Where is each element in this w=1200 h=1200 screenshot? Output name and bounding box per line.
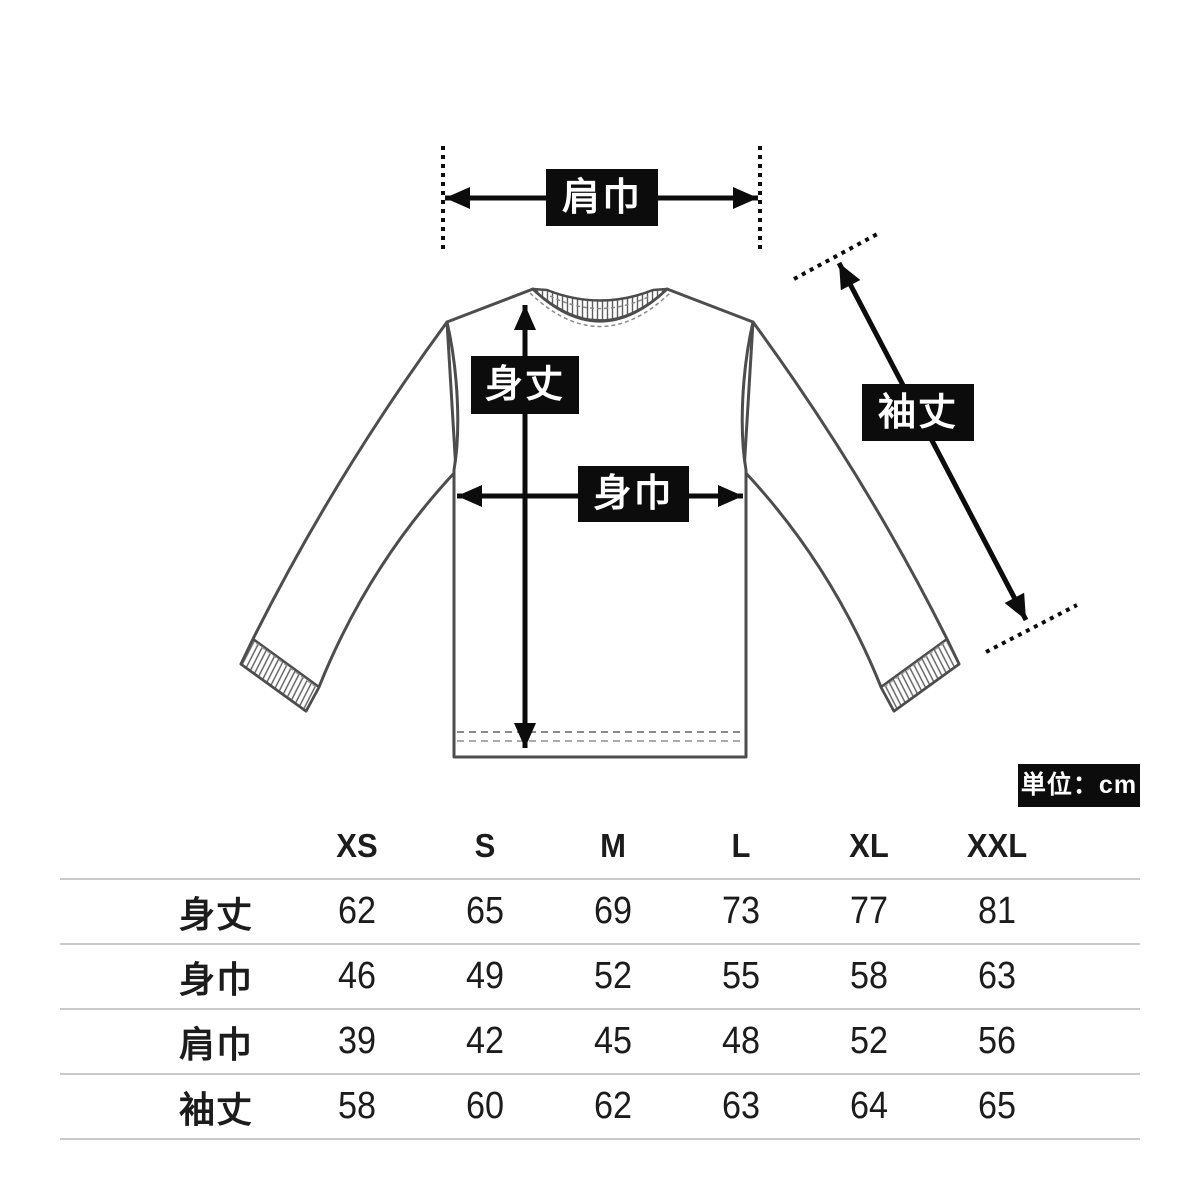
col-header-xxl: XXL [966,827,1028,864]
cell-value: 39 [337,1020,377,1062]
cell-value: 63 [977,955,1017,997]
sleeve-guide-top [793,230,882,281]
cell-value: 62 [337,890,377,932]
cell-value: 62 [593,1085,633,1127]
cell-value: 55 [721,955,761,997]
table-row-body-width: 身巾 46 49 52 55 58 63 [60,945,1140,1010]
cell-value: 42 [465,1020,505,1062]
cell-value: 45 [593,1020,633,1062]
row-label: 袖丈 [178,1088,253,1130]
left-cuff-path [239,637,321,713]
col-header-s: S [474,827,496,864]
cell-value: 73 [721,890,761,932]
collar-back-stitch [549,295,651,310]
cell-value: 81 [977,890,1017,932]
sleeve-guide-bottom [985,603,1078,654]
body-width-label: 身巾 [578,466,689,522]
cell-value: 49 [465,955,505,997]
cell-value: 77 [849,890,889,932]
sleeve-length-arrow [836,261,1029,622]
body-length-label: 身丈 [471,356,579,414]
unit-badge: 単位：cm [1018,764,1140,807]
shirt-drawing [239,287,961,759]
collar-outer-stitch [529,292,671,328]
cell-value: 58 [849,955,889,997]
size-table: XS S M L XL XXL 身丈 62 65 69 73 77 81 身巾 … [60,814,1140,1140]
col-header-m: M [600,827,626,864]
table-row-body-length: 身丈 62 65 69 73 77 81 [60,880,1140,945]
size-table-header-row: XS S M L XL XXL [60,814,1140,880]
cell-value: 65 [465,890,505,932]
cell-value: 63 [721,1085,761,1127]
col-header-xl: XL [849,827,889,864]
table-row-sleeve-length: 袖丈 58 60 62 63 64 65 [60,1075,1140,1140]
cell-value: 60 [465,1085,505,1127]
row-label: 身巾 [178,958,253,1000]
cell-value: 52 [849,1020,889,1062]
cell-value: 56 [977,1020,1017,1062]
collar-inner-edge [546,289,654,302]
cell-value: 48 [721,1020,761,1062]
cell-value: 64 [849,1085,889,1127]
right-cuff-path [879,637,961,713]
row-label: 肩巾 [178,1023,253,1065]
left-cuff-stitch [255,642,317,688]
cell-value: 58 [337,1085,377,1127]
col-header-xs: XS [336,827,378,864]
right-cuff-stitch [883,642,945,688]
table-row-shoulder-width: 肩巾 39 42 45 48 52 56 [60,1010,1140,1075]
cell-value: 65 [977,1085,1017,1127]
cell-value: 52 [593,955,633,997]
sleeve-length-label: 袖丈 [862,384,974,441]
col-header-l: L [731,827,751,864]
shoulder-width-label: 肩巾 [546,169,658,226]
cell-value: 69 [593,890,633,932]
row-label: 身丈 [178,893,253,935]
cell-value: 46 [337,955,377,997]
